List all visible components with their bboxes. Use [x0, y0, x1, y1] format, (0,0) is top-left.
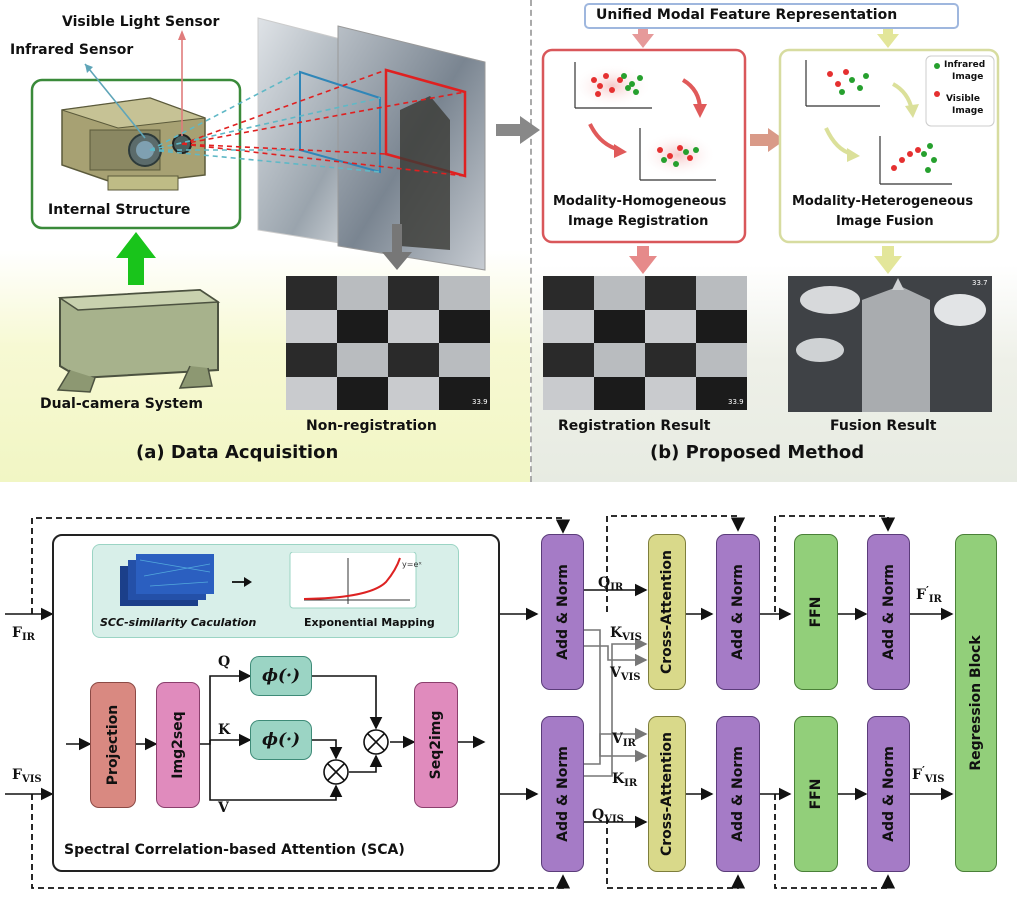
- k-ir-label: KIR: [612, 771, 638, 789]
- sca-caption: Spectral Correlation-based Attention (SC…: [64, 842, 405, 858]
- cross-attention-top: Cross-Attention: [648, 534, 686, 690]
- legend-infrared-2: Image: [952, 72, 984, 82]
- non-registration-image: [286, 276, 490, 410]
- add-norm-3-top: Add & Norm: [867, 534, 910, 690]
- scatter-plot-icon: [639, 128, 716, 181]
- q-label: Q: [218, 654, 231, 670]
- scatter-plot-icon: [572, 62, 652, 109]
- cross-attention-bottom: Cross-Attention: [648, 716, 686, 872]
- projection-block: Projection: [90, 682, 136, 808]
- legend-visible-2: Image: [952, 106, 984, 116]
- caption-b: (b) Proposed Method: [650, 442, 865, 463]
- scatter-plot-icon: [805, 60, 880, 107]
- green-up-arrow: [116, 232, 156, 285]
- add-norm-3-bottom: Add & Norm: [867, 716, 910, 872]
- exp-caption: Exponential Mapping: [304, 616, 435, 629]
- phi-q-block: ϕ(·): [250, 656, 312, 696]
- caption-a: (a) Data Acquisition: [136, 442, 339, 463]
- add-norm-1-bottom: Add & Norm: [541, 716, 584, 872]
- exp-curve-icon: [289, 552, 417, 609]
- registration-box-title-1: Modality-Homogeneous: [553, 194, 727, 209]
- visible-sensor-label: Visible Light Sensor: [62, 14, 220, 30]
- add-norm-2-top: Add & Norm: [716, 534, 760, 690]
- add-norm-1-top: Add & Norm: [541, 534, 584, 690]
- dual-camera-label: Dual-camera System: [40, 396, 204, 412]
- scatter-plot-icon: [879, 136, 952, 185]
- f-ir-input-label: FIR: [12, 625, 35, 643]
- legend-infrared-1: Infrared: [944, 60, 986, 70]
- v-vis-label: VVIS: [610, 665, 641, 683]
- fusion-result-label: Fusion Result: [830, 418, 937, 434]
- internal-structure-label: Internal Structure: [48, 202, 191, 218]
- multiply-icons: [323, 729, 389, 785]
- add-norm-2-bottom: Add & Norm: [716, 716, 760, 872]
- infrared-sensor-label: Infrared Sensor: [10, 42, 134, 58]
- seq2img-block: Seq2img: [414, 682, 458, 808]
- panel-divider: [530, 0, 532, 482]
- f-ir-output-label: F′IR: [916, 584, 942, 605]
- f-vis-output-label: F′VIS: [912, 764, 945, 785]
- reg-temp-label: 33.9: [728, 398, 744, 406]
- non-registration-label: Non-registration: [306, 418, 437, 434]
- exp-formula: y=eˣ: [402, 560, 422, 569]
- legend-visible-1: Visible: [946, 94, 980, 104]
- right-arrow-icon: [496, 116, 540, 144]
- sight-lines: [149, 69, 466, 177]
- ffn-bottom: FFN: [794, 716, 838, 872]
- scc-caption: SCC-similarity Caculation: [100, 616, 257, 629]
- unified-title: Unified Modal Feature Representation: [596, 7, 898, 23]
- image-planes: [257, 17, 486, 271]
- registration-result-image: [543, 276, 747, 410]
- fusion-temp-label: 33.7: [972, 279, 988, 287]
- v-ir-label: VIR: [612, 731, 636, 749]
- down-arrow-icon: [382, 224, 412, 270]
- registration-result-label: Registration Result: [558, 418, 711, 434]
- scc-graphics: [120, 552, 417, 609]
- fusion-box-title-2: Image Fusion: [836, 214, 934, 229]
- q-ir-label: QIR: [598, 575, 624, 593]
- registration-box-title-2: Image Registration: [568, 214, 709, 229]
- ffn-top: FFN: [794, 534, 838, 690]
- fusion-box-title-1: Modality-Heterogeneous: [792, 194, 974, 209]
- phi-k-block: ϕ(·): [250, 720, 312, 760]
- unified-title-box: [584, 3, 959, 29]
- q-vis-label: QVIS: [592, 807, 624, 825]
- img2seq-block: Img2seq: [156, 682, 200, 808]
- f-vis-input-label: FVIS: [12, 767, 42, 785]
- k-vis-label: KVIS: [610, 625, 642, 643]
- bottom-connectors: [5, 515, 954, 889]
- fusion-result-image: [788, 276, 992, 412]
- regression-block: Regression Block: [955, 534, 997, 872]
- k-label: K: [218, 722, 231, 738]
- top-graphics: [30, 17, 1000, 412]
- nonreg-temp-label: 33.9: [472, 398, 488, 406]
- v-label: V: [218, 800, 229, 816]
- dual-camera-icon: [56, 288, 221, 393]
- sca-block: [52, 534, 500, 872]
- camera-internal-icon: [30, 78, 242, 230]
- spectral-cube-icon: [120, 554, 214, 606]
